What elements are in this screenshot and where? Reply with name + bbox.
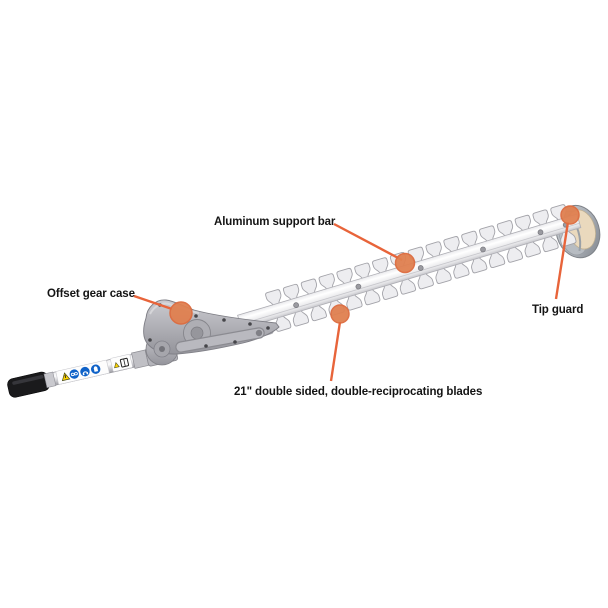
label-tip-guard: Tip guard [532, 304, 584, 316]
callout-line-support-bar [333, 222, 403, 262]
case-link-arm [176, 328, 264, 352]
label-blades: 21" double sided, double-reciprocating b… [234, 386, 483, 398]
callout-dot-tip-guard [560, 205, 580, 225]
shaft-cap-highlight [12, 375, 44, 385]
label-aluminum-support-bar: Aluminum support bar [214, 216, 336, 228]
callout-dot-blades [330, 304, 350, 324]
callout-line-gear-case [133, 294, 173, 311]
callout-line-tip-guard [554, 221, 570, 300]
case-bolts [148, 303, 270, 348]
safety-sticker [55, 359, 110, 385]
manual-sticker [110, 354, 133, 372]
shaft-ferrule [43, 371, 57, 388]
callout-overlay [133, 205, 580, 382]
callout-dot-gear-case [169, 301, 193, 325]
callout-line-blades [329, 321, 342, 382]
callout-dot-support-bar [394, 252, 416, 274]
warning-triangle-icon [61, 372, 71, 382]
read-manual-icon [114, 362, 120, 369]
arm-bolt [255, 329, 263, 337]
label-offset-gear-case: Offset gear case [47, 288, 135, 300]
